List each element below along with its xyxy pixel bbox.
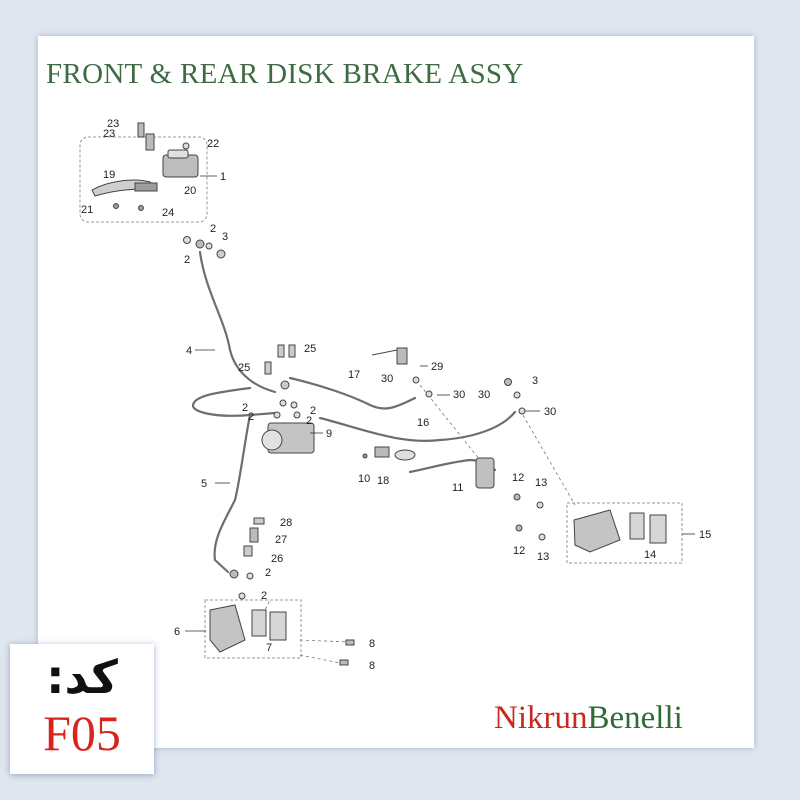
callout-8a: 8 <box>369 638 375 650</box>
callout-6: 6 <box>174 626 180 638</box>
callout-27: 27 <box>275 534 287 546</box>
diagram-title: FRONT & REAR DISK BRAKE ASSY <box>46 58 524 90</box>
callout-29: 29 <box>431 361 443 373</box>
callout-2h: 2 <box>261 590 267 602</box>
callout-30c: 30 <box>478 389 490 401</box>
callout-21: 21 <box>81 204 93 216</box>
callout-15: 15 <box>699 529 711 541</box>
callout-30a: 30 <box>381 373 393 385</box>
part-code-label: کد: <box>46 650 118 704</box>
callout-30b: 30 <box>453 389 465 401</box>
callout-14: 14 <box>644 549 656 561</box>
callout-2b: 2 <box>184 254 190 266</box>
callout-11: 11 <box>452 482 463 494</box>
rear-hose-17 <box>288 376 417 410</box>
callout-4: 4 <box>186 345 192 357</box>
callout-23b: 23 <box>103 128 115 140</box>
front-hose-5 <box>213 413 252 574</box>
callout-2g: 2 <box>265 567 271 579</box>
front-hose-upper <box>191 386 277 417</box>
callout-8b: 8 <box>369 660 375 672</box>
brand-logo: NikrunBenelli <box>494 700 683 737</box>
rear-hose-16 <box>318 410 517 442</box>
callout-23a: 23 <box>107 118 119 130</box>
front-hose-4 <box>198 250 277 394</box>
callout-13b: 13 <box>537 551 549 563</box>
diagram-frame <box>38 36 754 748</box>
callout-12b: 12 <box>513 545 525 557</box>
rear-caliper <box>573 509 621 553</box>
callout-2a: 2 <box>210 223 216 235</box>
callout-28: 28 <box>280 517 292 529</box>
front-caliper <box>209 604 246 653</box>
callout-17: 17 <box>348 369 360 381</box>
part-code-value: F05 <box>43 705 121 761</box>
callout-7: 7 <box>266 642 272 654</box>
callout-9: 9 <box>326 428 332 440</box>
callout-10: 10 <box>358 473 370 485</box>
callout-20: 20 <box>184 185 196 197</box>
callout-24: 24 <box>162 207 174 219</box>
callout-3a: 3 <box>222 231 228 243</box>
brand-part2: Benelli <box>587 700 683 736</box>
callout-2d: 2 <box>248 411 254 423</box>
callout-5: 5 <box>201 478 207 490</box>
callout-30d: 30 <box>544 406 556 418</box>
callout-18: 18 <box>377 475 389 487</box>
callout-25b: 25 <box>238 362 250 374</box>
front-caliper-group-box <box>204 599 302 659</box>
callout-25a: 25 <box>304 343 316 355</box>
callout-16: 16 <box>417 417 429 429</box>
callout-22: 22 <box>207 138 219 150</box>
callout-2f: 2 <box>306 415 312 427</box>
callout-19: 19 <box>103 169 115 181</box>
callout-26: 26 <box>271 553 283 565</box>
brand-part1: Nikrun <box>494 700 588 736</box>
rear-caliper-group-box <box>566 502 683 564</box>
callout-2e: 2 <box>310 405 316 417</box>
callout-13a: 13 <box>535 477 547 489</box>
callout-12a: 12 <box>512 472 524 484</box>
part-code-box: کد: F05 <box>10 644 154 774</box>
callout-1: 1 <box>220 171 226 183</box>
callout-2c: 2 <box>242 402 248 414</box>
callout-3b: 3 <box>532 375 538 387</box>
rear-reservoir <box>394 449 416 461</box>
